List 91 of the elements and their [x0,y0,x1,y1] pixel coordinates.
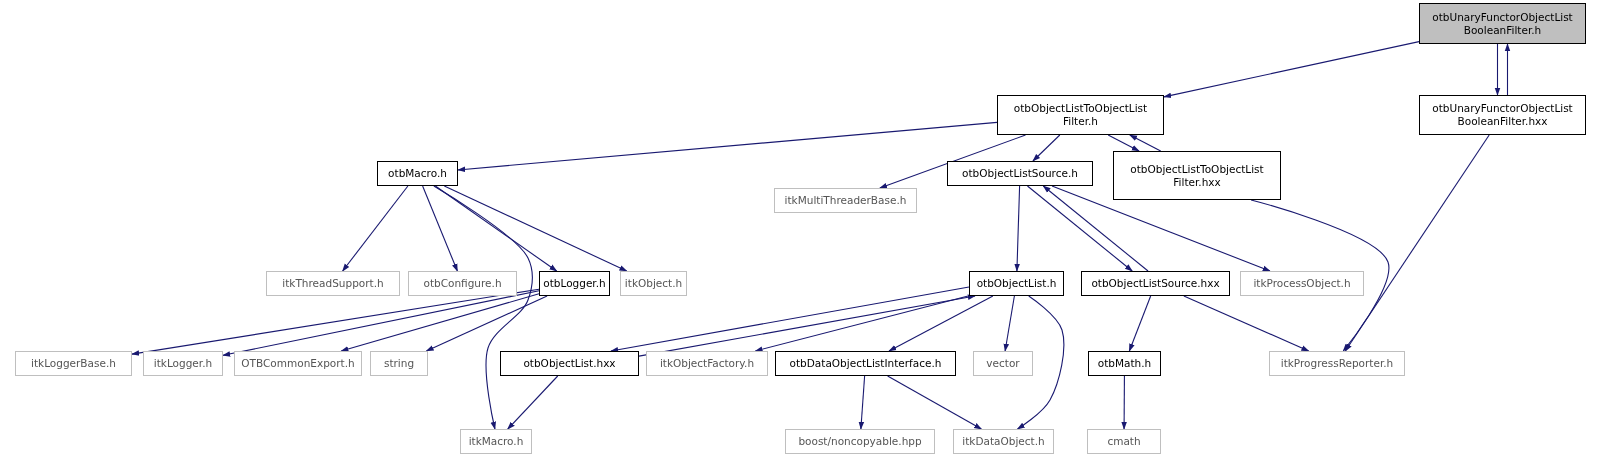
file-name: itkThreadSupport.h [282,277,384,290]
include-arrow [1026,185,1133,272]
file-name: otbLogger.h [543,277,606,290]
include-arrow [222,290,540,357]
include-arrow [754,295,970,352]
header-file-node [785,429,935,454]
header-file-node [969,271,1064,296]
file-name: otbDataObjectListInterface.h [789,357,942,370]
include-arrow [1250,199,1390,352]
include-arrow [443,185,628,272]
header-file-node [370,351,428,376]
include-arrow [1003,295,1015,352]
header-file-node [1087,429,1161,454]
file-name: itkObjectFactory.h [659,357,755,370]
file-name: otbUnaryFunctorObjectList BooleanFilter.h [1431,10,1574,37]
file-name: cmath [1107,435,1141,448]
file-name: itkProgressReporter.h [1280,357,1394,370]
file-name: itkProcessObject.h [1253,277,1351,290]
header-file-node [947,161,1093,186]
include-arrow [1183,295,1310,352]
include-arrow [1016,295,1065,430]
include-arrow [610,286,970,353]
include-arrow [434,185,558,272]
file-name: string [383,357,415,370]
file-name: boost/noncopyable.hpp [798,435,922,448]
file-name: otbObjectListToObjectList Filter.hxx [1129,162,1265,189]
include-arrow [422,185,458,272]
header-file-node [775,351,956,376]
header-file-node [408,271,517,296]
file-name: otbConfigure.h [423,277,502,290]
include-arrow [1494,43,1501,96]
file-name: OTBCommonExport.h [241,357,355,370]
header-file-node [234,351,362,376]
header-file-node [1240,271,1364,296]
header-file-node [460,429,532,454]
include-arrow [638,294,976,357]
include-arrow [1344,134,1490,352]
include-arrow [1128,295,1152,352]
header-file-node [1419,3,1586,44]
file-name: vector [986,357,1020,370]
file-name: otbObjectList.h [976,277,1057,290]
header-file-node [1113,151,1281,200]
include-arrow [879,134,1027,189]
header-file-node [1269,351,1405,376]
include-arrow [1129,134,1162,152]
header-file-node [1081,271,1230,296]
include-arrow [1504,43,1511,96]
include-arrow [858,375,866,430]
file-name: itkMacro.h [468,435,524,448]
header-file-node [953,429,1054,454]
file-name: otbMacro.h [388,167,447,180]
include-arrow [457,121,998,173]
file-name: otbObjectListSource.h [962,167,1078,180]
file-name: itkObject.h [624,277,683,290]
header-file-node [266,271,400,296]
file-name: itkLoggerBase.h [31,357,116,370]
file-name: otbObjectListSource.hxx [1091,277,1220,290]
header-file-node [620,271,687,296]
header-file-node [539,271,610,296]
include-arrow [887,375,983,430]
include-arrow [507,375,559,430]
header-file-node [377,161,458,186]
include-arrow [342,185,409,272]
include-arrow [1107,134,1140,152]
file-name: otbObjectListToObjectList Filter.h [1012,102,1149,128]
header-file-node [997,95,1164,135]
include-arrow [340,293,540,352]
header-file-node [973,351,1033,376]
file-name: otbObjectList.hxx [523,357,616,370]
header-file-node [143,351,223,376]
file-name: itkLogger.h [153,357,213,370]
header-file-node [500,351,639,376]
file-name: otbMath.h [1097,357,1152,370]
include-arrow [433,185,533,430]
file-name: itkMultiThreaderBase.h [784,194,907,207]
include-arrow [1121,375,1127,430]
header-file-node [774,188,917,213]
header-file-node [1419,95,1586,135]
include-arrow [1042,185,1149,272]
include-arrow [425,295,548,352]
include-arrow [1163,41,1420,99]
file-name: itkDataObject.h [962,435,1045,448]
include-arrow [888,295,994,352]
include-arrow [1051,185,1271,272]
include-arrow [1032,134,1061,162]
header-file-node [15,351,132,376]
header-file-node [646,351,768,376]
include-arrow [1014,185,1021,272]
include-arrow [131,288,540,356]
file-name: otbUnaryFunctorObjectList BooleanFilter.hxx [1431,102,1574,128]
header-file-node [1088,351,1161,376]
